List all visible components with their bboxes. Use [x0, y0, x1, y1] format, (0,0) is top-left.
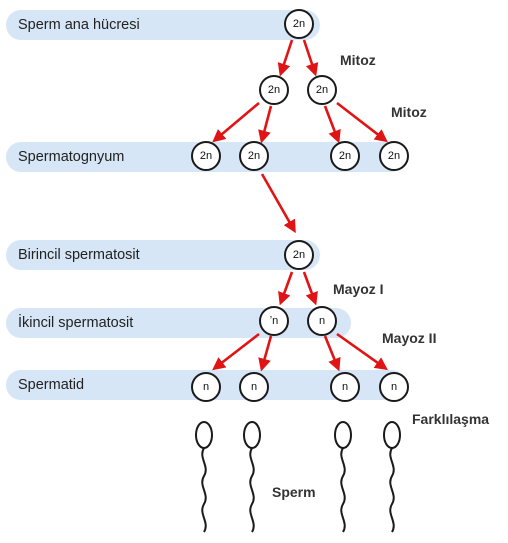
- cell-mitoz-right-text: 2n: [315, 83, 329, 96]
- cell-spermatid-4: n: [379, 372, 409, 402]
- cell-spermatid-3-text: n: [341, 380, 349, 393]
- cell-mitoz-left-text: 2n: [267, 83, 281, 96]
- cell-spermatid-1: n: [191, 372, 221, 402]
- arrow-ik2-to-t3: [323, 335, 341, 372]
- row-label-spermatid: Spermatid: [18, 377, 85, 393]
- cell-ikincil-1: ʼn: [259, 306, 289, 336]
- arrow-ana-to-right: [302, 39, 319, 77]
- cell-sperm-ana: 2n: [284, 9, 314, 39]
- cell-spermatogonyum-1: 2n: [191, 141, 221, 171]
- cell-sperm-ana-text: 2n: [292, 17, 306, 30]
- cell-spermatid-2-text: n: [250, 380, 258, 393]
- cell-spermatid-3: n: [330, 372, 360, 402]
- cell-spermatogonyum-2: 2n: [239, 141, 269, 171]
- sperm-cell-1: [195, 421, 213, 533]
- label-sperm: Sperm: [272, 484, 316, 500]
- cell-ikincil-2-text: n: [318, 314, 326, 327]
- cell-spermatid-1-text: n: [202, 380, 210, 393]
- cell-spermatogonyum-2-text: 2n: [247, 149, 261, 162]
- label-mitoz-1: Mitoz: [340, 52, 376, 68]
- row-band-birincil: [6, 240, 320, 270]
- arrow-m1b-to-g3: [323, 105, 341, 144]
- arrow-m1a-to-g1: [212, 102, 260, 143]
- arrow-g2-to-birincil: [260, 173, 296, 234]
- arrow-birincil-to-ik1: [278, 271, 294, 306]
- sperm-cell-2: [243, 421, 261, 533]
- arrow-m1a-to-g2: [258, 105, 273, 144]
- cell-birincil: 2n: [284, 240, 314, 270]
- label-farklilasma: Farklılaşma: [412, 411, 490, 427]
- cell-birincil-text: 2n: [292, 248, 306, 261]
- cell-mitoz-right: 2n: [307, 75, 337, 105]
- arrow-ik2-to-t4: [336, 332, 388, 371]
- sperm-cell-3: [334, 421, 352, 533]
- cell-spermatid-4-text: n: [390, 380, 398, 393]
- cell-ikincil-1-text: ʼn: [269, 314, 279, 327]
- label-mitoz-2: Mitoz: [391, 104, 427, 120]
- row-label-ikincil: İkincil spermatosit: [18, 315, 134, 331]
- row-band-sperm-ana: [6, 10, 320, 40]
- arrow-ik1-to-t1: [212, 332, 260, 371]
- arrow-m1b-to-g4: [336, 101, 388, 143]
- label-mayoz-2: Mayoz II: [382, 330, 437, 346]
- row-label-spermatogonyum: Spermatognyum: [18, 149, 125, 165]
- cell-spermatid-2: n: [239, 372, 269, 402]
- cell-spermatogonyum-4-text: 2n: [387, 149, 401, 162]
- arrow-ana-to-left: [277, 39, 294, 77]
- sperm-cell-4: [383, 421, 401, 533]
- row-label-sperm-ana: Sperm ana hücresi: [18, 17, 140, 33]
- cell-ikincil-2: n: [307, 306, 337, 336]
- row-label-birincil: Birincil spermatosit: [18, 247, 140, 263]
- arrow-birincil-to-ik2: [302, 271, 318, 306]
- cell-spermatogonyum-1-text: 2n: [199, 149, 213, 162]
- cell-mitoz-left: 2n: [259, 75, 289, 105]
- label-mayoz-1: Mayoz I: [333, 281, 384, 297]
- arrow-ik1-to-t2: [258, 335, 273, 372]
- row-band-ikincil: [6, 308, 351, 338]
- cell-spermatogonyum-3-text: 2n: [338, 149, 352, 162]
- cell-spermatogonyum-4: 2n: [379, 141, 409, 171]
- cell-spermatogonyum-3: 2n: [330, 141, 360, 171]
